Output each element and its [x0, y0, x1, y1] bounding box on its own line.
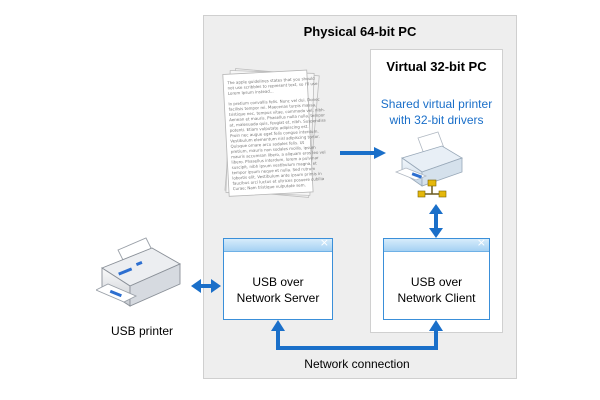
document-text-line: In pretium convallis felis. Nunc vel dui…: [228, 97, 320, 107]
document-text-line: facilisis tempor mi. Maecenas turpis mas…: [229, 102, 317, 112]
usb-network-client-window[interactable]: × USB over Network Client: [383, 236, 490, 320]
document-text-line: Quisque ornare arcu sodales felis. Ut: [230, 140, 304, 149]
document-text-line: pretium, mauris non sodales mollis, ipsu…: [231, 145, 316, 154]
document-stack-icon: The apple guidelines states that you sho…: [222, 68, 326, 198]
shared-printer-caption-line2: with 32-bit drivers: [389, 113, 484, 127]
usb-printer-icon: [96, 237, 181, 307]
network-connection-arrow: [271, 320, 443, 350]
document-text-line: The apple guidelines states that you sho…: [226, 76, 315, 86]
arrow-printer-server: [191, 279, 221, 293]
document-text-line: lobortis elit. Vestibulum ante ipsum pri…: [232, 171, 322, 181]
shared-virtual-printer-icon: [394, 131, 463, 198]
document-text-line: Vestibulum elementum nisl adipiscing tor…: [230, 134, 320, 144]
network-connection-label: Network connection: [304, 357, 410, 371]
document-text-line: mauris accumsan libero, a aliquam eros l…: [231, 149, 326, 159]
server-close-icon[interactable]: ×: [319, 236, 329, 249]
arrow-printer-client: [429, 204, 443, 238]
client-close-icon[interactable]: ×: [476, 236, 486, 249]
server-label-line1: USB over: [252, 275, 304, 289]
document-text-line: not use scribbles to represent text, so …: [227, 81, 318, 91]
shared-printer-caption: Shared virtual printer with 32-bit drive…: [370, 96, 503, 128]
document-text-line: at, malesuada quis, feugiat et, nibh. Su…: [229, 117, 326, 127]
usb-network-server-window[interactable]: × USB over Network Server: [223, 236, 333, 320]
client-window-titlebar: ×: [384, 236, 489, 252]
shared-printer-caption-line1: Shared virtual printer: [380, 97, 493, 111]
client-label-line1: USB over: [410, 275, 463, 289]
virtual-pc-title: Virtual 32-bit PC: [386, 59, 487, 74]
arrow-document-to-printer: [340, 147, 386, 159]
document-text-line: Curae; Nam tristique vulputate sem.: [233, 182, 306, 191]
document-text-line: tempor ipsum neque et nulla. Sed rutrum: [232, 166, 316, 175]
document-text-line: Aenean et mauris. Phasellus nulla nulla,…: [229, 112, 325, 122]
document-front-page: The apple guidelines states that you sho…: [222, 69, 326, 197]
usb-printer-label: USB printer: [110, 324, 174, 338]
document-text-line: libero. Phasellus interdum, lorem a pulv…: [231, 155, 319, 165]
document-text-line: Lorem Ipsum instead...: [228, 88, 274, 95]
document-text-line: faucibus orci luctus et ultrices posuere…: [232, 176, 324, 186]
server-window-label: USB over Network Server: [224, 252, 332, 306]
document-text-line: Proin nec augue eget felis congue interd…: [230, 129, 319, 139]
document-text-line: tristique nec, tempus vitae, commodo vel…: [229, 107, 325, 117]
document-text-line: potenti. Etiam vulputate adipiscing est.: [230, 124, 309, 133]
server-window-titlebar: ×: [224, 236, 332, 252]
client-label-line2: Network Client: [397, 291, 476, 305]
physical-pc-title: Physical 64-bit PC: [303, 24, 417, 39]
server-label-line2: Network Server: [236, 291, 320, 305]
client-window-label: USB over Network Client: [384, 252, 489, 306]
document-text-line: suscipit, nibh ipsum vestibulum magna, e…: [232, 160, 318, 169]
